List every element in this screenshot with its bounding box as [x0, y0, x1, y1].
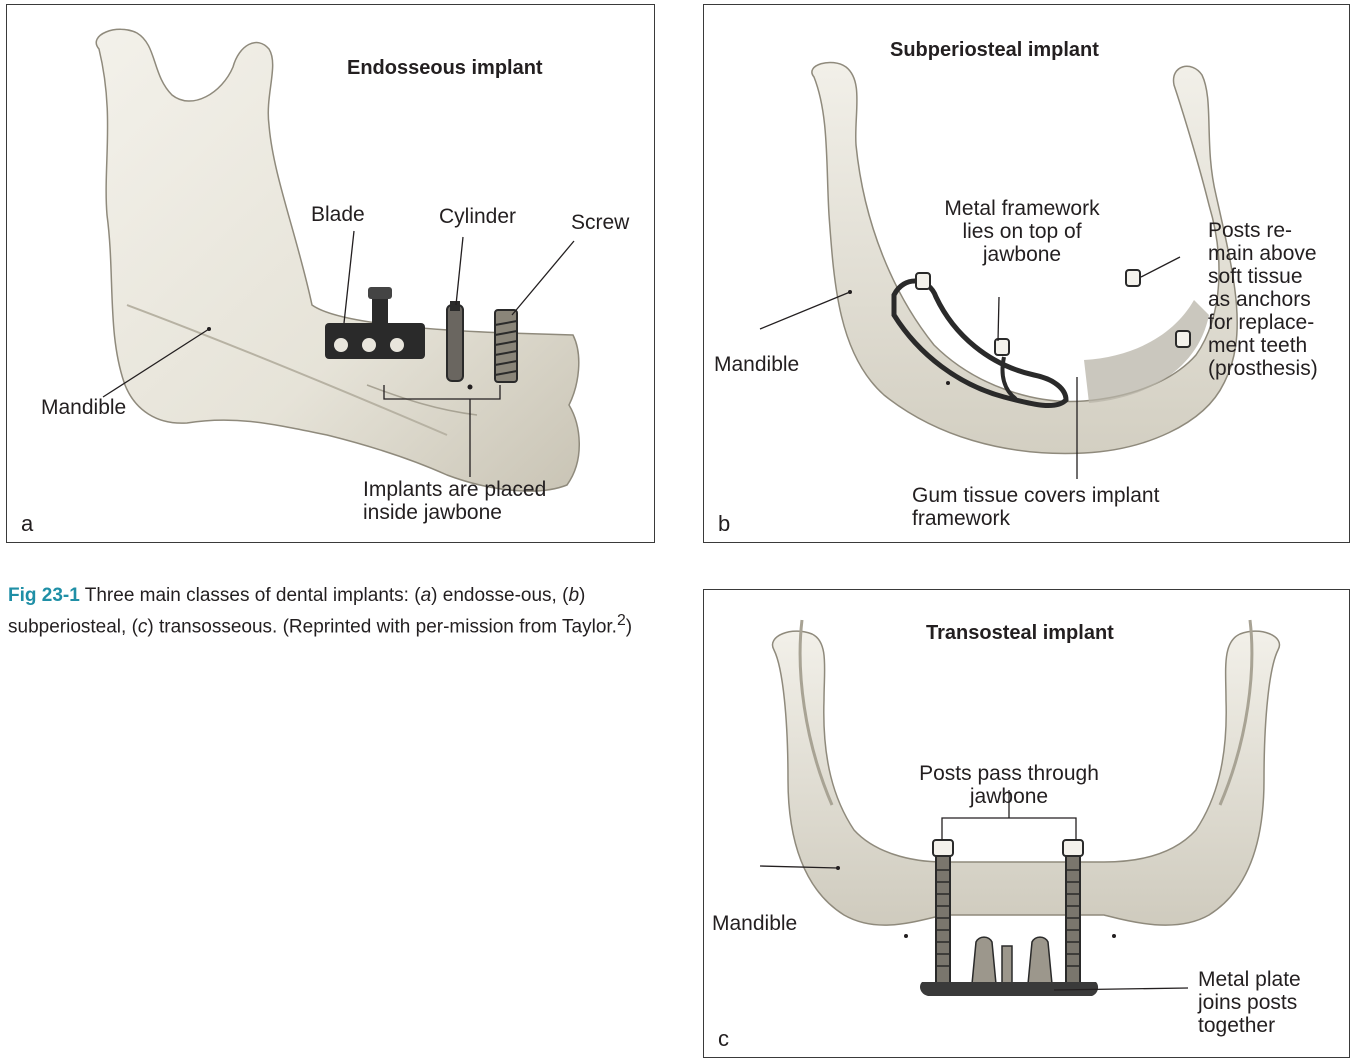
gum-tissue-line-1: Gum tissue covers implant [912, 484, 1159, 507]
caption-text-4: ) transosseous. (Reprinted with per-miss… [147, 616, 617, 637]
posts-remain-line-3: soft tissue [1208, 265, 1318, 288]
blade-implant [325, 287, 425, 359]
implants-inside-label: Implants are placed inside jawbone [363, 478, 546, 524]
gum-tissue-label: Gum tissue covers implant framework [912, 484, 1159, 530]
endosseous-mandible-illustration [7, 5, 655, 543]
posts-pass-line-1: Posts pass through [904, 762, 1114, 785]
mandible-label-c: Mandible [712, 912, 797, 935]
caption-a: a [421, 585, 432, 606]
posts-remain-label: Posts re- main above soft tissue as anch… [1208, 219, 1318, 380]
caption-text-2: ) endosse-ous, ( [431, 585, 568, 606]
metal-plate-line-1: Metal plate [1198, 968, 1301, 991]
panel-a-endosseous: Endosseous implant Blade Cylinder Screw … [6, 4, 655, 543]
posts-remain-line-7: (prosthesis) [1208, 357, 1318, 380]
screw-label: Screw [571, 211, 629, 234]
caption-reference: 2 [617, 612, 626, 629]
panel-b-title: Subperiosteal implant [890, 39, 1099, 62]
gum-tissue-line-2: framework [912, 507, 1159, 530]
caption-b: b [568, 585, 579, 606]
panel-c-title: Transosteal implant [926, 622, 1114, 645]
cylinder-implant [447, 301, 463, 381]
posts-remain-line-2: main above [1208, 242, 1318, 265]
metal-framework-label: Metal framework lies on top of jawbone [922, 197, 1122, 266]
central-pins [972, 937, 1052, 984]
metal-plate [920, 982, 1098, 996]
implants-inside-line-1: Implants are placed [363, 478, 546, 501]
panel-b-letter: b [718, 511, 730, 537]
posts-remain-line-5: for replace- [1208, 311, 1318, 334]
posts-remain-line-4: as anchors [1208, 288, 1318, 311]
implants-inside-line-2: inside jawbone [363, 501, 546, 524]
mandible-label-a: Mandible [41, 396, 126, 419]
figure-number: Fig 23-1 [8, 585, 80, 606]
screw-implant [495, 310, 517, 382]
panel-a-title: Endosseous implant [347, 57, 543, 80]
cylinder-label: Cylinder [439, 205, 516, 228]
metal-framework-line-1: Metal framework [922, 197, 1122, 220]
posts-pass-label: Posts pass through jawbone [904, 762, 1114, 808]
blade-label: Blade [311, 203, 365, 226]
posts-remain-line-1: Posts re- [1208, 219, 1318, 242]
caption-text-5: ) [626, 616, 632, 637]
mandible-label-b: Mandible [714, 353, 799, 376]
panel-c-transosteal: Transosteal implant Posts pass through j… [703, 589, 1350, 1058]
panel-a-letter: a [21, 511, 33, 537]
metal-plate-label: Metal plate joins posts together [1198, 968, 1301, 1037]
panel-c-letter: c [718, 1026, 729, 1052]
posts-pass-line-2: jawbone [904, 785, 1114, 808]
panel-b-subperiosteal: Subperiosteal implant Metal framework li… [703, 4, 1350, 543]
posts-b [916, 270, 1190, 355]
metal-plate-line-3: together [1198, 1014, 1301, 1037]
figure-caption: Fig 23-1 Three main classes of dental im… [8, 583, 658, 639]
caption-c: c [138, 616, 148, 637]
metal-framework-line-3: jawbone [922, 243, 1122, 266]
metal-framework-line-2: lies on top of [922, 220, 1122, 243]
metal-plate-line-2: joins posts [1198, 991, 1301, 1014]
caption-text-1: Three main classes of dental implants: ( [80, 585, 421, 606]
mandible-bone [96, 29, 579, 491]
posts-remain-line-6: ment teeth [1208, 334, 1318, 357]
